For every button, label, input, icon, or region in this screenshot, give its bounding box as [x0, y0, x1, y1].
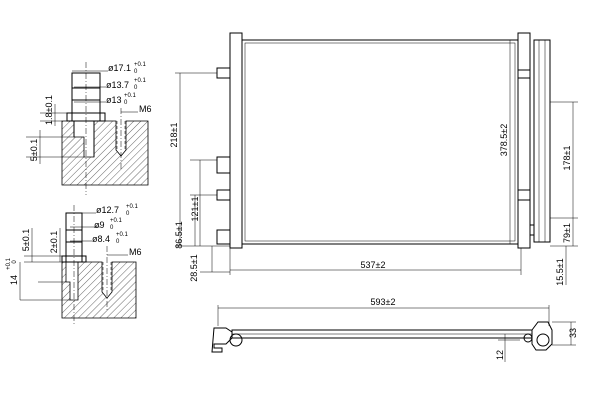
dim-d84-tol-up: +0.1 [116, 232, 129, 238]
dim-33: 33 [568, 328, 578, 338]
dim-865: 86.5±1 [174, 221, 184, 248]
dim-d9-tol-lo: 0 [110, 225, 114, 231]
dim-5-top: 5±0.1 [29, 139, 39, 161]
dim-79: 79±1 [562, 223, 572, 243]
receiver-drier [533, 39, 551, 243]
dim-d13-tol-lo: 0 [124, 100, 128, 106]
left-header-tank [229, 32, 243, 249]
dim-537: 537±2 [361, 260, 386, 270]
dim-d84-bottom: ø8.4 [92, 234, 110, 244]
dim-2-bottom: 2±0.1 [49, 231, 59, 253]
dim-3785: 378.5±2 [499, 124, 509, 156]
dim-d17-tol-up: +0.1 [134, 62, 147, 68]
dim-593: 593±2 [371, 297, 396, 307]
bracket-top [216, 67, 231, 79]
dim-14-tol-up: +0.1 [6, 257, 12, 270]
bracket-mid2 [216, 189, 231, 201]
port-block-top [61, 120, 149, 186]
dim-d13-top: ø13 [106, 95, 122, 105]
dim-d9-bottom: ø9 [94, 220, 105, 230]
thread-m6-top: M6 [139, 104, 152, 114]
dim-d127-tol-up: +0.1 [126, 204, 139, 210]
dim-d137-tol-lo: 0 [134, 85, 138, 91]
dim-d84-tol-lo: 0 [116, 239, 120, 245]
bracket-mid [216, 156, 231, 174]
dim-178: 178±1 [562, 146, 572, 171]
right-header-tank [517, 32, 531, 249]
dim-12: 12 [495, 350, 505, 360]
thread-m6-bottom: M6 [129, 247, 142, 257]
port-detail-top: ø17.1 +0.1 0 ø13.7 +0.1 0 ø13 +0.1 0 M6 … [26, 62, 152, 195]
dim-155: 15.5±1 [555, 258, 565, 285]
dim-14-tol-lo: 0 [12, 260, 18, 264]
dim-285: 28.5±1 [189, 254, 199, 281]
port-block-bottom [61, 261, 137, 319]
dim-d9-tol-up: +0.1 [110, 218, 123, 224]
bracket-bottom [216, 229, 231, 245]
dim-d17-top: ø17.1 [108, 63, 131, 73]
dim-14-bottom: 14 [9, 275, 19, 285]
condenser-core [241, 39, 519, 245]
dim-121: 121±1 [190, 197, 200, 222]
port-detail-bottom: ø12.7 +0.1 0 ø9 +0.1 0 ø8.4 +0.1 0 M6 5±… [6, 204, 142, 325]
dim-d137-top: ø13.7 [106, 80, 129, 90]
dim-d137-tol-up: +0.1 [134, 78, 147, 84]
bottom-left-fitting [211, 327, 233, 353]
dim-5-bottom: 5±0.1 [21, 229, 31, 251]
dim-d17-tol-lo: 0 [134, 69, 138, 75]
condenser-bottom-view: 593±2 33 12 [211, 297, 578, 362]
condenser-front-view: 218±1 121±1 86.5±1 28.5±1 537±2 378.5±2 … [169, 32, 578, 286]
dim-18-top: 1.8±0.1 [44, 95, 54, 125]
dim-d13-tol-up: +0.1 [124, 93, 137, 99]
dim-d127-bottom: ø12.7 [96, 205, 119, 215]
dim-218: 218±1 [169, 123, 179, 148]
bottom-right-port [536, 333, 550, 347]
dim-d127-tol-lo: 0 [126, 211, 130, 217]
